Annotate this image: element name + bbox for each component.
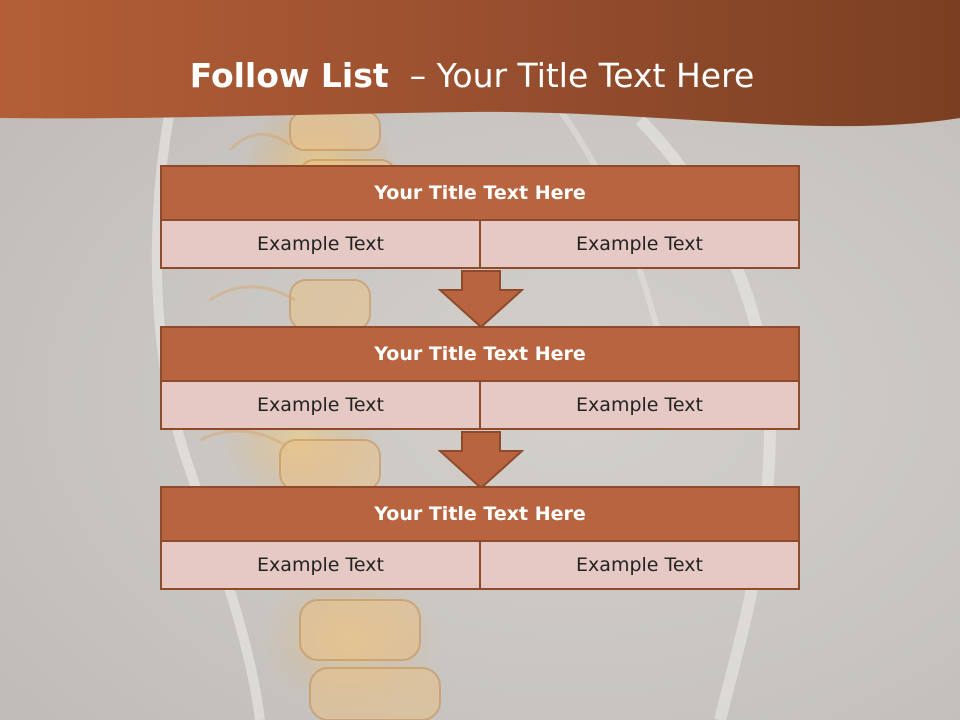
down-arrow-icon (438, 431, 524, 489)
step-box-1: Your Title Text Here Example Text Exampl… (160, 165, 800, 269)
step-box-2: Your Title Text Here Example Text Exampl… (160, 326, 800, 430)
step-2-left-text: Example Text (257, 394, 384, 416)
slide-title-rest: – Your Title Text Here (388, 56, 755, 95)
step-row-1: Example Text Example Text (160, 221, 800, 269)
step-3-left-text: Example Text (257, 554, 384, 576)
step-title-3: Your Title Text Here (160, 486, 800, 542)
step-row-3: Example Text Example Text (160, 542, 800, 590)
step-row-2: Example Text Example Text (160, 382, 800, 430)
step-3-right-text: Example Text (479, 542, 798, 588)
slide-title-bold: Follow List (189, 56, 389, 95)
down-arrow-icon (438, 270, 524, 328)
step-title-1: Your Title Text Here (160, 165, 800, 221)
slide-title: Follow List – Your Title Text Here (0, 56, 944, 95)
step-1-left-text: Example Text (257, 233, 384, 255)
step-title-2: Your Title Text Here (160, 326, 800, 382)
step-1-right-text: Example Text (479, 221, 798, 267)
step-box-3: Your Title Text Here Example Text Exampl… (160, 486, 800, 590)
header-band (0, 0, 960, 127)
step-2-right-text: Example Text (479, 382, 798, 428)
